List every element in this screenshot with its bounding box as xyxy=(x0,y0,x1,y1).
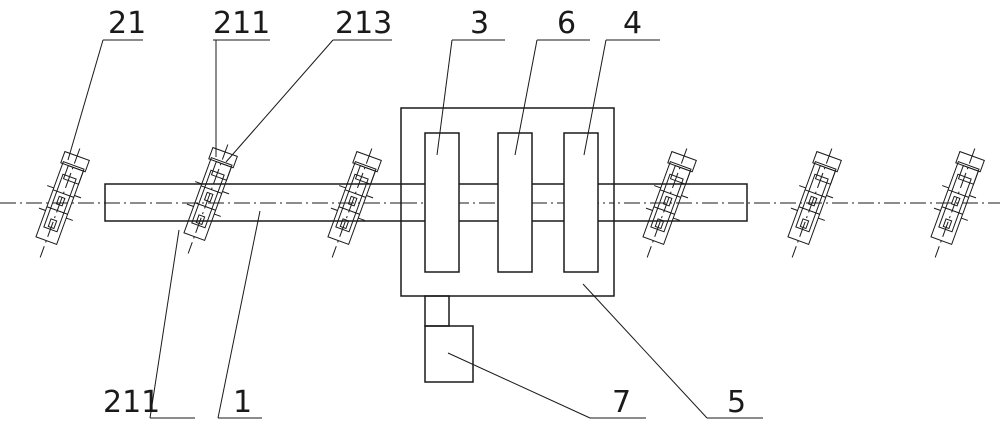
label-211-top: 211 xyxy=(213,6,270,41)
label-7: 7 xyxy=(612,385,631,420)
label-213: 213 xyxy=(335,6,392,41)
motor-shaft xyxy=(424,295,450,327)
module-4 xyxy=(563,132,599,273)
clamp-assembly-6 xyxy=(917,141,993,265)
clamp-assembly-4 xyxy=(629,141,705,265)
label-211-bottom: 211 xyxy=(103,385,160,420)
leader-lines xyxy=(67,39,763,419)
module-6 xyxy=(497,132,533,273)
module-3 xyxy=(424,132,460,273)
label-3: 3 xyxy=(470,6,489,41)
label-4: 4 xyxy=(623,6,642,41)
label-6: 6 xyxy=(557,6,576,41)
label-5: 5 xyxy=(727,385,746,420)
label-21: 21 xyxy=(108,6,146,41)
label-1: 1 xyxy=(233,385,252,420)
motor-7 xyxy=(424,325,474,383)
clamp-assembly-211 xyxy=(170,137,246,261)
